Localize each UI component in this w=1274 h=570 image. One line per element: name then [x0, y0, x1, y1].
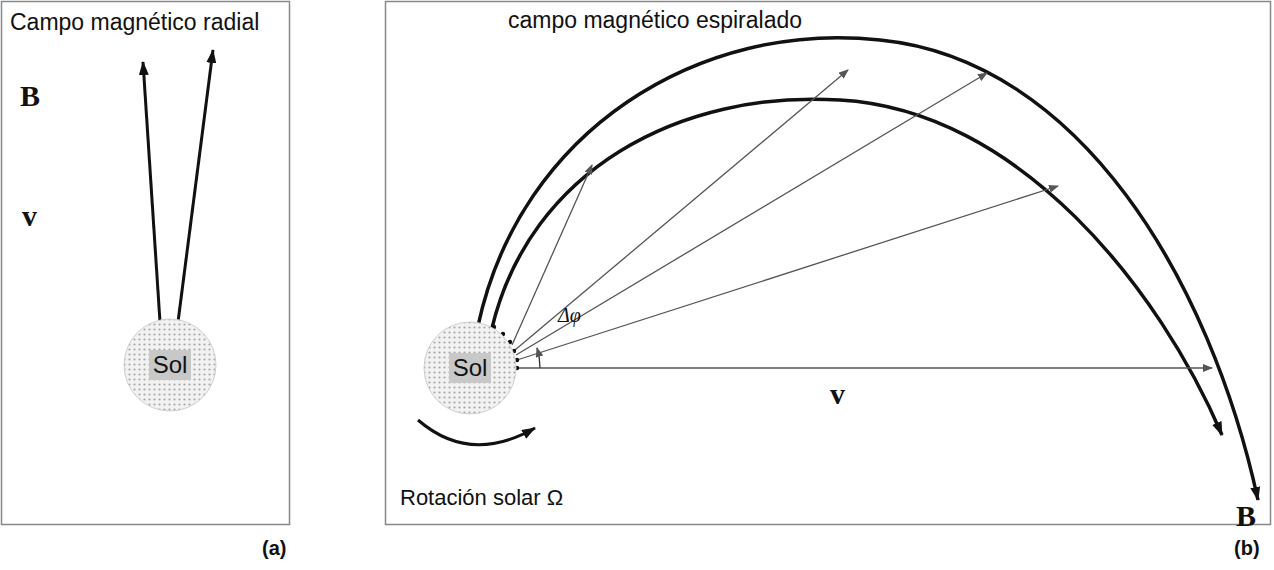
velocity-symbol: v	[830, 378, 845, 410]
field-symbol: B	[20, 80, 40, 112]
sun-disc: Sol	[122, 317, 218, 413]
field-line	[178, 50, 213, 322]
panel-letter: (a)	[262, 538, 286, 559]
velocity-ray	[518, 367, 1212, 368]
velocity-ray	[516, 73, 987, 355]
spiral-field-line	[492, 99, 1222, 435]
angle-arc	[537, 348, 540, 368]
panel-frame	[386, 2, 1271, 525]
panel-frame	[2, 2, 290, 525]
spiral-field-line	[478, 38, 1258, 500]
velocity-symbol: v	[22, 200, 37, 232]
panel-heading: campo magnético espiralado	[508, 8, 802, 32]
rotation-label: Rotación solar Ω	[400, 486, 563, 509]
velocity-ray	[517, 186, 1058, 360]
field-symbol: B	[1236, 500, 1256, 532]
panel-letter: (b)	[1234, 538, 1260, 559]
field-line	[143, 62, 160, 322]
velocity-ray	[515, 70, 848, 350]
sun-disc: Sol	[422, 320, 518, 416]
angle-symbol: Δφ	[558, 305, 581, 326]
rotation-arrow	[418, 420, 535, 445]
sun-label: Sol	[449, 353, 492, 382]
panel-heading: Campo magnético radial	[10, 10, 282, 34]
velocity-ray	[512, 165, 592, 345]
sun-label: Sol	[149, 350, 192, 379]
